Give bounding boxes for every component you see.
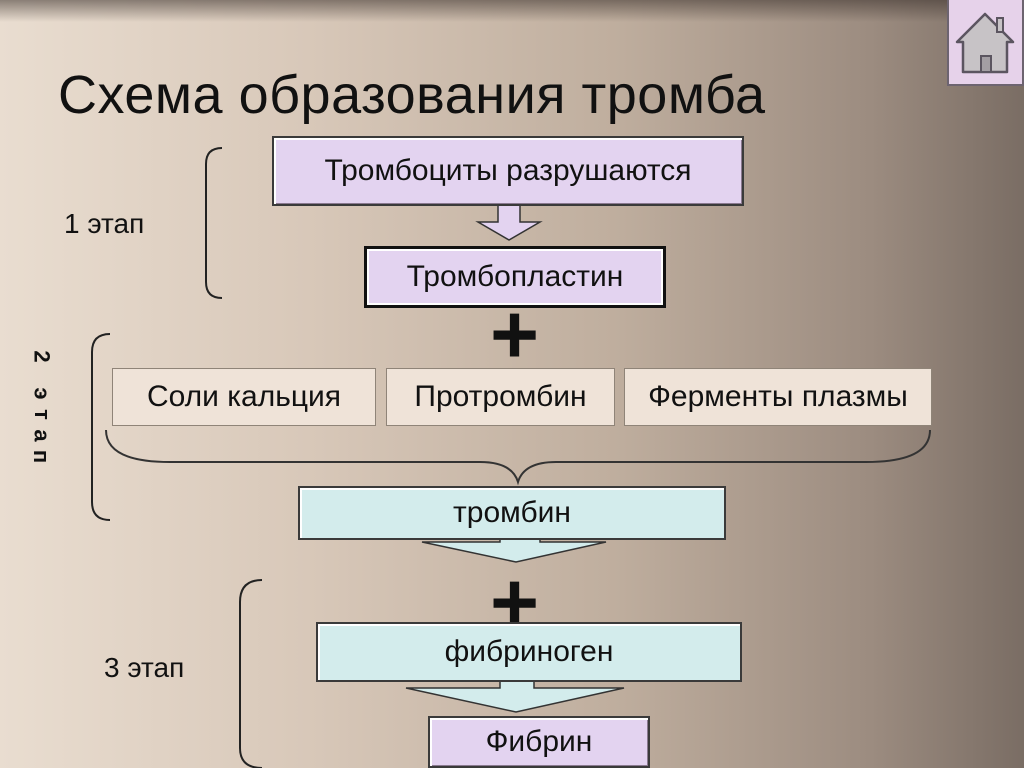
- plus-sign-1: +: [490, 287, 540, 381]
- slide-title: Схема образования тромба: [58, 65, 766, 125]
- stage2-label: 2 э т а п: [28, 346, 56, 467]
- thromboplastin-box: Тромбопластин: [364, 246, 666, 308]
- stage2-char: а: [29, 429, 55, 442]
- stage2-char: т: [29, 409, 55, 420]
- top-shadow: [0, 0, 1024, 22]
- stage2-char: 2: [29, 350, 55, 363]
- stage2-char: п: [29, 449, 55, 464]
- plasma-enzymes-box: Ферменты плазмы: [624, 368, 932, 426]
- stage2-bracket: [91, 333, 111, 521]
- home-button[interactable]: [947, 0, 1024, 86]
- thrombin-box: тромбин: [298, 486, 726, 540]
- platelets-box: Тромбоциты разрушаются: [272, 136, 744, 206]
- stage3-bracket: [239, 579, 263, 768]
- home-icon: [955, 12, 1015, 74]
- stage1-label: 1 этап: [64, 208, 145, 239]
- reagents-brace: [105, 429, 931, 486]
- arrow-1: [475, 204, 543, 241]
- calcium-salts-box: Соли кальция: [112, 368, 376, 426]
- fibrinogen-box: фибриноген: [316, 622, 742, 682]
- stage3-label: 3 этап: [104, 652, 185, 683]
- fibrin-box: Фибрин: [428, 716, 650, 768]
- prothrombin-box: Протромбин: [386, 368, 615, 426]
- stage2-char: э: [29, 387, 55, 400]
- arrow-3: [405, 679, 625, 713]
- stage1-bracket: [205, 147, 223, 299]
